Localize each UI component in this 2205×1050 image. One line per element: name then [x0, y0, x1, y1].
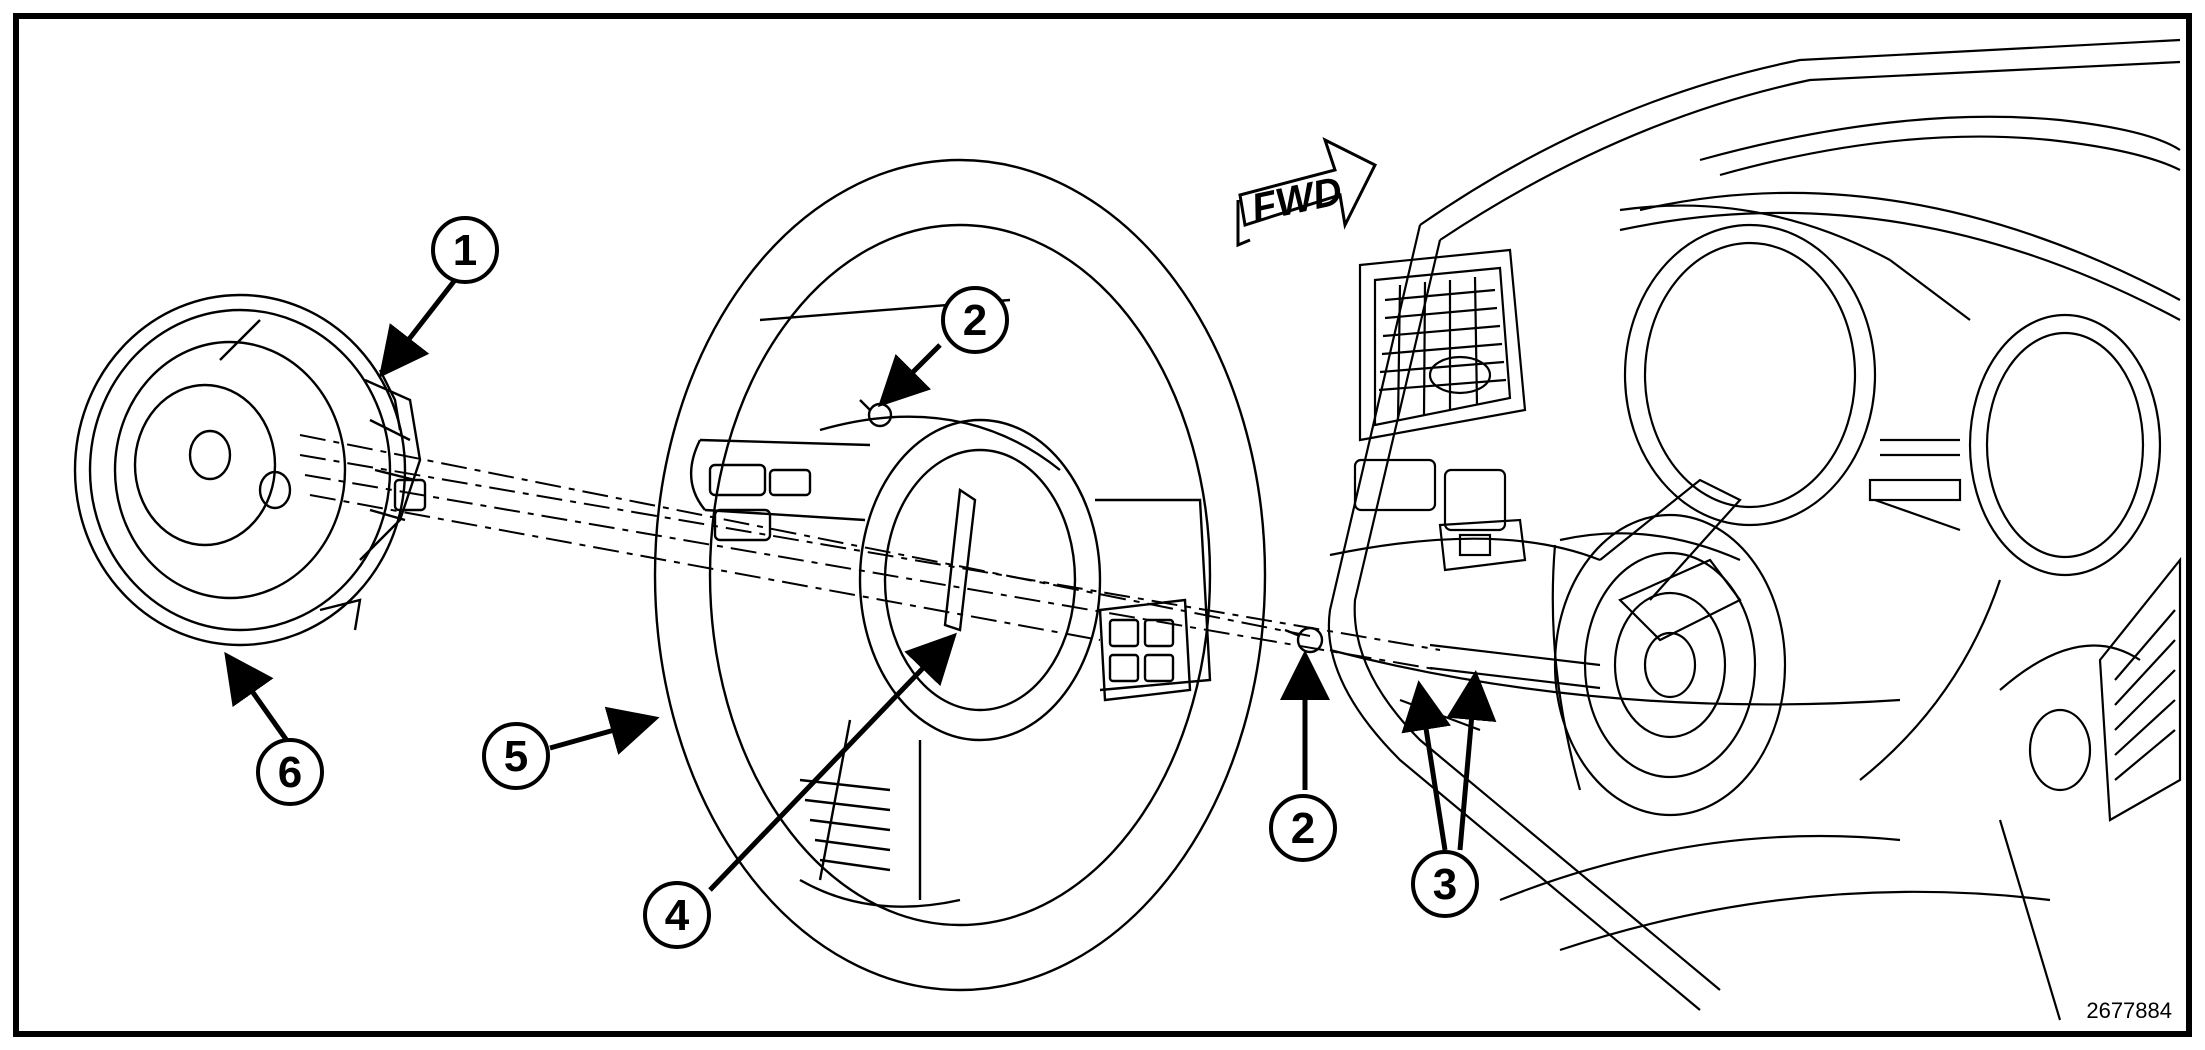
instrument-panel: [1327, 38, 2182, 1021]
svg-text:6: 6: [278, 748, 302, 797]
callout-6: 6: [256, 738, 324, 806]
steering-column: [1429, 478, 1787, 817]
svg-text:3: 3: [1433, 860, 1457, 909]
svg-text:5: 5: [504, 732, 528, 781]
leader-6: [224, 651, 293, 747]
alignment-centerlines: [299, 434, 1441, 671]
airbag-module: [73, 293, 427, 647]
callout-2-lower: 2: [1269, 794, 1337, 862]
callout-3: 3: [1411, 850, 1479, 918]
svg-text:1: 1: [453, 226, 477, 275]
svg-text:2: 2: [963, 296, 987, 345]
callout-5: 5: [482, 722, 550, 790]
leader-1: [378, 278, 457, 378]
callout-2-upper: 2: [941, 286, 1009, 354]
leader-3b: [1446, 670, 1497, 851]
leader-4: [708, 632, 957, 892]
fwd-arrow-shape: [1238, 137, 1378, 230]
callout-1: 1: [431, 216, 499, 284]
steering-wheel: [653, 158, 1324, 992]
svg-text:4: 4: [665, 891, 690, 940]
leader-3a: [1401, 680, 1451, 851]
leader-lines: [224, 278, 1497, 892]
leader-5: [549, 706, 660, 755]
leader-2-upper: [877, 343, 942, 408]
svg-text:2: 2: [1291, 804, 1315, 853]
callout-4: 4: [643, 881, 711, 949]
diagram-frame: [13, 13, 2192, 1037]
figure-id: 2677884: [2086, 998, 2172, 1023]
